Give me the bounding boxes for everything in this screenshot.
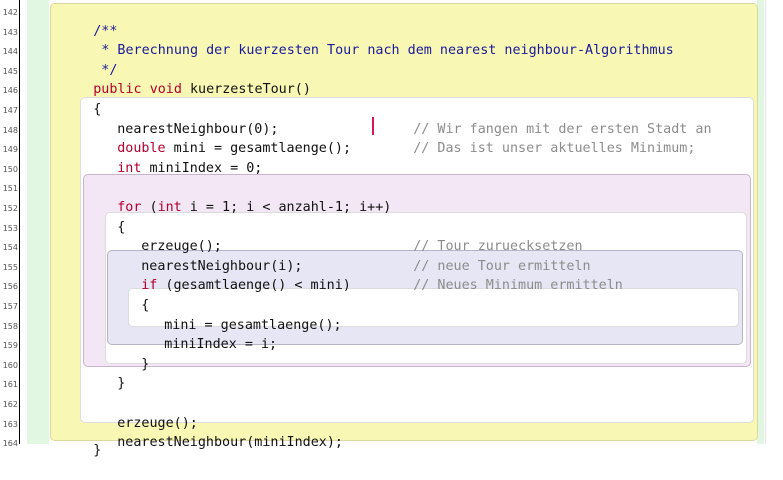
- editor-right-border: [765, 0, 766, 444]
- code-line-143[interactable]: * Berechnung der kuerzesten Tour nach de…: [61, 22, 673, 58]
- line-number: 153: [2, 223, 18, 233]
- code-comment-148: // Das ist unser aktuelles Minimum;: [381, 120, 695, 156]
- code-text: nearestNeighbour(miniIndex);: [117, 435, 343, 451]
- line-number: 157: [2, 302, 18, 311]
- code-line-162[interactable]: erzeuge();: [85, 394, 198, 431]
- code-text: mini = gesamtlaenge();: [165, 141, 352, 157]
- code-comment-154: // neue Tour ermitteln: [381, 237, 590, 274]
- code-line-146[interactable]: {: [61, 80, 101, 117]
- code-line-158[interactable]: miniIndex = i;: [132, 316, 277, 352]
- line-number: 155: [2, 262, 18, 272]
- keyword: void: [149, 82, 182, 98]
- javadoc-text: /**: [93, 23, 118, 39]
- comment-text: // Neues Minimum ermitteln: [413, 278, 623, 294]
- line-number: 163: [2, 419, 18, 429]
- code-line-163[interactable]: nearestNeighbour(miniIndex);: [85, 414, 343, 450]
- code-line-142[interactable]: /**: [61, 2, 117, 39]
- javadoc-text: */: [93, 62, 118, 78]
- code-text: }: [141, 356, 150, 372]
- keyword: int: [117, 160, 142, 176]
- javadoc-text: * Berechnung der kuerzesten Tour nach de…: [93, 43, 674, 59]
- code-line-157[interactable]: mini = gesamtlaenge();: [132, 296, 341, 333]
- keyword: public: [93, 82, 142, 98]
- code-line-148[interactable]: double mini = gesamtlaenge();: [85, 120, 351, 156]
- if-body-highlight: [128, 288, 739, 327]
- line-number: 160: [2, 360, 18, 370]
- keyword: if: [141, 278, 158, 294]
- text-cursor: [372, 117, 374, 135]
- line-number: 149: [2, 145, 18, 155]
- line-number: 144: [2, 47, 18, 57]
- code-text: miniIndex = 0;: [141, 160, 263, 176]
- code-text: (gesamtlaenge() < mini): [157, 278, 351, 294]
- code-line-153[interactable]: erzeuge();: [109, 218, 222, 254]
- keyword: double: [117, 141, 166, 157]
- comment-text: // Wir fangen mit der ersten Stadt an: [413, 121, 712, 137]
- code-text: miniIndex = i;: [164, 337, 278, 353]
- code-editor[interactable]: 142 143 144 145 146 147 148 149 150 151 …: [0, 0, 783, 458]
- line-number: 154: [2, 243, 18, 253]
- line-number: 151: [2, 184, 18, 194]
- code-line-149[interactable]: int miniIndex = 0;: [85, 139, 262, 176]
- line-number: 148: [2, 125, 18, 135]
- line-number: 161: [2, 380, 18, 390]
- code-text: nearestNeighbour(0);: [117, 121, 279, 137]
- code-text: }: [117, 376, 126, 392]
- code-line-155[interactable]: if (gesamtlaenge() < mini): [109, 257, 351, 293]
- line-number: 147: [2, 106, 18, 115]
- keyword: for: [117, 199, 142, 215]
- comment-text: // Tour zuruecksetzen: [413, 239, 583, 255]
- line-number: 158: [2, 321, 18, 331]
- code-text: erzeuge();: [117, 415, 198, 431]
- code-line-144[interactable]: */: [61, 41, 117, 78]
- class-scope-right-rail: [760, 0, 764, 444]
- line-number: 156: [2, 282, 18, 292]
- code-text: nearestNeighbour(i);: [141, 258, 303, 274]
- code-line-160[interactable]: }: [85, 355, 125, 391]
- code-line-151[interactable]: for (int i = 1; i < anzahl-1; i++): [85, 178, 391, 215]
- line-number: 150: [2, 164, 18, 174]
- code-line-161[interactable]: [85, 374, 117, 394]
- code-line-164[interactable]: }: [61, 421, 101, 458]
- code-line-152[interactable]: {: [85, 198, 125, 235]
- code-text: i = 1; i < anzahl-1; i++): [181, 199, 392, 215]
- code-text: mini = gesamtlaenge();: [164, 317, 342, 333]
- code-line-150[interactable]: [85, 159, 117, 179]
- line-number: 159: [2, 341, 18, 351]
- code-line-154[interactable]: nearestNeighbour(i);: [109, 237, 302, 274]
- code-comment-153: // Tour zuruecksetzen: [381, 218, 582, 254]
- line-number: 146: [2, 86, 18, 96]
- code-text: {: [93, 101, 102, 117]
- comment-text: // neue Tour ermitteln: [413, 258, 591, 274]
- code-line-159[interactable]: }: [109, 335, 149, 372]
- line-number: 152: [2, 204, 18, 213]
- code-text: {: [141, 297, 150, 313]
- code-text: erzeuge();: [141, 239, 222, 255]
- keyword: int: [157, 199, 182, 215]
- code-line-156[interactable]: {: [109, 276, 149, 313]
- code-text: kuerzesteTour(): [181, 82, 311, 98]
- code-line-147[interactable]: nearestNeighbour(0);: [85, 100, 278, 137]
- line-number: 143: [2, 27, 18, 37]
- line-number: 162: [2, 400, 18, 409]
- code-comment-147: // Wir fangen mit der ersten Stadt an: [381, 100, 711, 137]
- line-number: 142: [2, 8, 18, 17]
- line-number: 145: [2, 66, 18, 76]
- code-comment-155: // Neues Minimum ermitteln: [381, 257, 623, 293]
- comment-text: // Das ist unser aktuelles Minimum;: [413, 141, 696, 157]
- code-text: }: [93, 442, 102, 458]
- line-number-gutter[interactable]: 142 143 144 145 146 147 148 149 150 151 …: [0, 0, 20, 448]
- code-text: (: [141, 199, 158, 215]
- code-line-145[interactable]: public void kuerzesteTour(): [61, 61, 311, 97]
- code-text: {: [117, 219, 126, 235]
